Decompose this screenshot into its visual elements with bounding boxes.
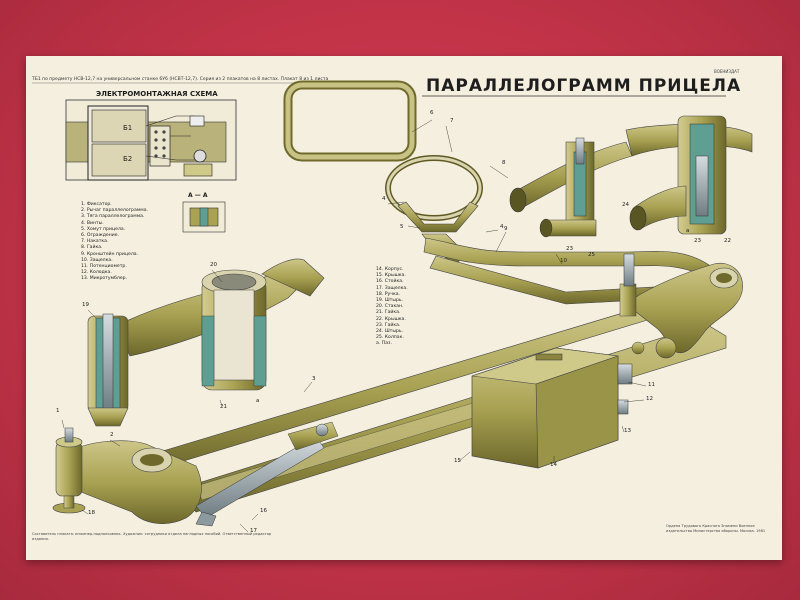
legend-item: 24. Штырь. bbox=[376, 329, 404, 335]
legend-item: 2. Рычаг параллелограмма. bbox=[81, 208, 148, 214]
legend-item: 14. Корпус. bbox=[376, 267, 404, 272]
callout-number: 25 bbox=[588, 252, 595, 258]
pivot-cutaway bbox=[509, 115, 753, 238]
callout-number: 17 bbox=[250, 528, 257, 534]
callout-number: 15 bbox=[454, 458, 461, 464]
battery-label-b2: Б2 bbox=[123, 155, 133, 163]
callout-number: 16 bbox=[260, 508, 267, 514]
callout-number: 14 bbox=[550, 462, 557, 468]
legend-item: 9. Кронштейн прицела. bbox=[81, 251, 139, 257]
lower-lever bbox=[52, 427, 202, 524]
battery-label-b1: Б1 bbox=[123, 124, 133, 132]
poster-illustration bbox=[32, 80, 753, 533]
wiring-schema-title: ЭЛЕКТРОМОНТАЖНАЯ СХЕМА bbox=[96, 90, 218, 98]
callout-number: 20 bbox=[210, 262, 217, 268]
callout-number: 13 bbox=[624, 428, 631, 434]
legend-item: 1. Фиксатор. bbox=[81, 202, 112, 207]
legend-item: 21. Гайка. bbox=[376, 310, 401, 316]
wiring-schematic bbox=[65, 99, 237, 181]
poster-sheet: ПАРАЛЛЕЛОГРАММ ПРИЦЕЛА ТБ1 по предмету Н… bbox=[26, 56, 782, 560]
legend-item: 18. Ручка. bbox=[376, 291, 401, 297]
poster-title: ПАРАЛЛЕЛОГРАММ ПРИЦЕЛА bbox=[426, 76, 742, 96]
legend-item: а. Паз. bbox=[376, 341, 392, 347]
legend-item: 12. Колодка. bbox=[81, 270, 112, 276]
poster-header-note: ТБ1 по предмету НСВ-12,7 на универсально… bbox=[32, 77, 329, 82]
callout-number: 3 bbox=[312, 376, 316, 382]
callout-number: 18 bbox=[88, 510, 95, 516]
sight-guard bbox=[283, 80, 417, 162]
legend-item: 17. Защелка. bbox=[376, 285, 408, 291]
callout-number: 7 bbox=[450, 118, 454, 124]
callout-number: 22 bbox=[724, 238, 731, 244]
callout-number: 24 bbox=[622, 202, 629, 208]
legend-item: 10. Защелка. bbox=[81, 257, 113, 263]
legend-item: 20. Стакан. bbox=[376, 304, 404, 310]
callout-number: 21 bbox=[220, 404, 227, 410]
callout-number: 4 bbox=[382, 196, 386, 202]
legend-list-right: 14. Корпус. 15. Крышка. 16. Стойка. 17. … bbox=[376, 267, 408, 348]
legend-item: 8. Гайка. bbox=[81, 245, 103, 251]
callout-number: 11 bbox=[648, 382, 655, 388]
handle bbox=[195, 421, 339, 527]
legend-item: 3. Тяга параллелограмма. bbox=[81, 214, 145, 220]
legend-item: 16. Стойка. bbox=[376, 279, 404, 285]
legend-item: 13. Микротумблер. bbox=[81, 276, 128, 282]
callout-number: а bbox=[256, 398, 260, 404]
upper-lever bbox=[619, 253, 743, 359]
poster-publisher: Ордена Трудового Красного Знамени Военно… bbox=[666, 524, 766, 533]
callout-number: 23 bbox=[694, 238, 701, 244]
section-label: А — А bbox=[188, 192, 208, 199]
callout-number: 9 bbox=[504, 226, 508, 232]
callout-number: 12 bbox=[646, 396, 653, 402]
callout-number: 23 bbox=[566, 246, 573, 252]
legend-item: 11. Потенциометр. bbox=[81, 264, 127, 270]
poster-stamp: ВОЕНИЗДАТ bbox=[714, 69, 740, 74]
legend-item: 6. Ограждение. bbox=[81, 233, 120, 239]
legend-item: 4. Винты. bbox=[81, 220, 104, 226]
legend-item: 5. Хомут прицела. bbox=[81, 226, 126, 232]
callout-number: 5 bbox=[400, 224, 404, 230]
legend-item: 25. Колпак. bbox=[376, 335, 404, 341]
legend-item: 22. Крышка. bbox=[376, 316, 406, 322]
callout-number: 8 bbox=[502, 160, 506, 166]
callout-number: 10 bbox=[560, 258, 567, 264]
poster-bottom-note: Составитель плаката: инженер-подполковни… bbox=[32, 532, 272, 541]
callout-number: а bbox=[686, 228, 690, 234]
section-a-a bbox=[182, 201, 226, 233]
potentiometer-housing bbox=[471, 347, 633, 469]
callout-number: 2 bbox=[110, 432, 114, 438]
legend-item: 19. Штырь. bbox=[376, 298, 404, 304]
lever-cutaway bbox=[87, 258, 325, 427]
legend-item: 23. Гайка. bbox=[376, 322, 401, 328]
callout-number: 6 bbox=[430, 110, 434, 116]
callout-number: 19 bbox=[82, 302, 89, 308]
leader-lines bbox=[61, 119, 647, 533]
legend-item: 7. Накатка. bbox=[81, 239, 109, 245]
callout-number: 1 bbox=[56, 408, 60, 414]
legend-list-left: 1. Фиксатор. 2. Рычаг параллелограмма. 3… bbox=[81, 202, 148, 283]
legend-item: 15. Крышка. bbox=[376, 273, 406, 279]
callout-number: 4 bbox=[500, 224, 504, 230]
